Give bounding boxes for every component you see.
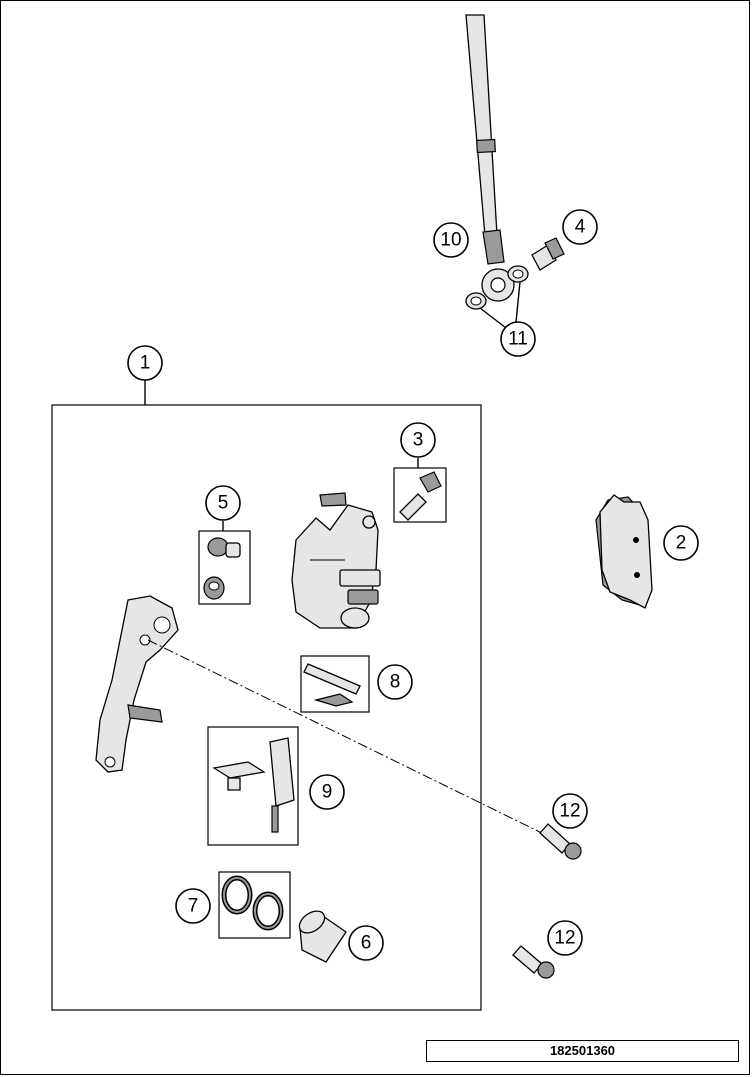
- box-3: [393, 467, 447, 523]
- brake-line: [465, 14, 515, 302]
- dust-caps: [203, 537, 241, 600]
- svg-text:2: 2: [676, 533, 687, 554]
- box-5: [198, 530, 251, 605]
- svg-text:6: 6: [361, 933, 372, 954]
- assembly-box: [51, 404, 482, 1011]
- brake-pads: [595, 494, 653, 609]
- caliper-bracket: [95, 595, 179, 773]
- pad-spring: [212, 737, 295, 833]
- callout-6: 6: [348, 925, 384, 961]
- callout-9: 9: [309, 774, 345, 810]
- svg-text:7: 7: [188, 896, 199, 917]
- box-7: [218, 871, 291, 939]
- svg-text:3: 3: [413, 430, 424, 451]
- axis-line: [147, 639, 553, 839]
- callout-5: 5: [205, 485, 241, 521]
- svg-text:11: 11: [508, 329, 528, 350]
- svg-text:9: 9: [322, 782, 333, 803]
- pad-pin: [303, 663, 361, 707]
- callout-2: 2: [663, 525, 699, 561]
- piston: [298, 910, 347, 963]
- callout-12-lower: 12: [547, 920, 583, 956]
- bolt-lower: [512, 945, 555, 979]
- callout-7: 7: [175, 888, 211, 924]
- callout-3: 3: [400, 422, 436, 458]
- callout-4: 4: [562, 209, 598, 245]
- bleeder-screw: [399, 471, 442, 521]
- banjo-bolt: [531, 237, 565, 271]
- callout-1: 1: [127, 345, 163, 381]
- svg-text:8: 8: [390, 672, 401, 693]
- svg-text:12: 12: [559, 801, 580, 822]
- svg-text:4: 4: [575, 217, 586, 238]
- svg-text:1: 1: [140, 353, 151, 374]
- box-8: [300, 655, 370, 713]
- svg-text:12: 12: [554, 928, 575, 949]
- drawing-number: 182501360: [426, 1040, 739, 1062]
- callout-12-upper: 12: [552, 793, 588, 829]
- svg-text:5: 5: [218, 493, 229, 514]
- seal-rings: [221, 875, 284, 931]
- brake-caliper: [291, 492, 381, 629]
- callout-8: 8: [377, 664, 413, 700]
- svg-text:10: 10: [440, 230, 461, 251]
- bolt-upper: [539, 823, 582, 860]
- box-9: [207, 726, 299, 846]
- callout-10: 10: [433, 222, 469, 258]
- callout-11: 11: [500, 321, 536, 357]
